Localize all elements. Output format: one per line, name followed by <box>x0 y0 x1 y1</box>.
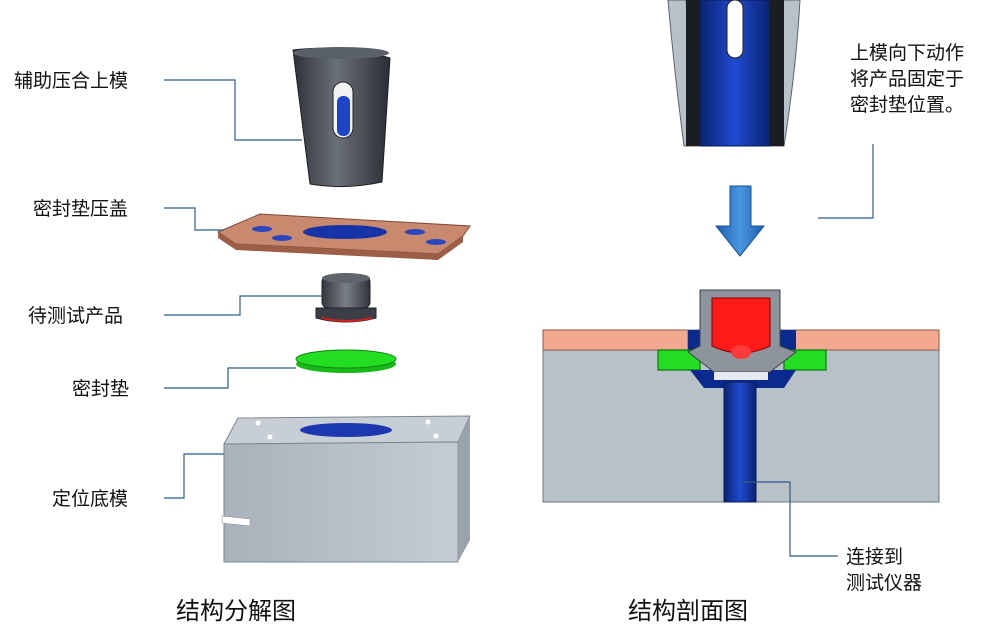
upper-mold-part <box>292 47 391 188</box>
caption-section-view: 结构剖面图 <box>628 597 748 625</box>
connect-line-2: 测试仪器 <box>846 572 923 594</box>
label-gasket: 密封垫 <box>72 378 130 400</box>
upper-mold-section <box>667 0 801 147</box>
gasket-part <box>295 349 397 373</box>
note-line-3: 密封垫位置。 <box>850 94 965 116</box>
exploded-leader-lines <box>164 79 322 499</box>
product-part <box>315 273 377 323</box>
base-mold-part <box>221 415 471 563</box>
caption-exploded-view: 结构分解图 <box>176 597 296 625</box>
base-section <box>542 329 940 503</box>
label-base-mold: 定位底模 <box>52 488 129 510</box>
seal-cover-part <box>216 213 471 260</box>
product-section <box>687 289 798 380</box>
label-product: 待测试产品 <box>28 305 124 327</box>
connect-line-1: 连接到 <box>846 546 904 568</box>
label-seal-cover: 密封垫压盖 <box>33 198 129 220</box>
note-line-2: 将产品固定于 <box>850 68 965 90</box>
section-leader-lines <box>742 144 874 557</box>
down-arrow <box>714 185 766 257</box>
note-line-1: 上模向下动作 <box>850 42 965 64</box>
label-upper-mold: 辅助压合上模 <box>14 70 129 92</box>
